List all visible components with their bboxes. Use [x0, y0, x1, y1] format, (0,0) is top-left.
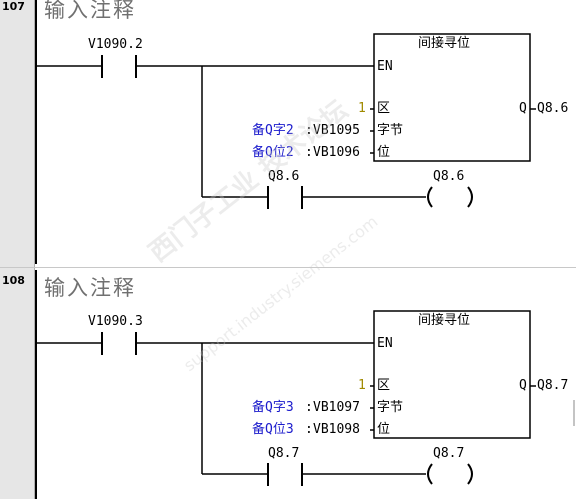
ladder-wiring [36, 33, 536, 209]
contact-no[interactable] [101, 55, 137, 78]
branch-contact-no[interactable] [267, 463, 303, 486]
en-pin: EN [377, 336, 393, 351]
param-sep: : [305, 145, 313, 160]
param-value-byte: VB1095 [313, 123, 360, 138]
param-value-bit: VB1096 [313, 145, 360, 160]
out-address: Q8.6 [537, 101, 569, 116]
pin-area: 区 [377, 378, 391, 393]
out-pin: Q [519, 378, 527, 393]
network-comment[interactable]: 输入注释 [44, 0, 136, 22]
pin-area: 区 [377, 101, 391, 116]
param-symbol-byte: 备Q字2 [252, 123, 294, 138]
network-number: 107 [2, 0, 25, 13]
contact-address: V1090.3 [88, 314, 143, 329]
out-address: Q8.7 [537, 378, 569, 393]
param-symbol-bit: 备Q位3 [252, 422, 294, 437]
function-block-box[interactable] [373, 33, 531, 162]
network-gutter [0, 0, 35, 499]
param-value-area: 1 [358, 378, 366, 393]
param-symbol-bit: 备Q位2 [252, 145, 294, 160]
contact-address: V1090.2 [88, 37, 143, 52]
param-sep: : [305, 422, 313, 437]
network-107: 107 输入注释 V1090.2 间接寻位 EN 1 区 [2, 0, 569, 264]
pin-bit: 位 [377, 145, 391, 160]
output-coil[interactable] [427, 186, 473, 208]
network-comment[interactable]: 输入注释 [44, 276, 136, 300]
network-number: 108 [2, 274, 25, 287]
block-title: 间接寻位 [418, 36, 471, 51]
branch-contact-address: Q8.6 [268, 169, 300, 184]
param-sep: : [305, 400, 313, 415]
block-title: 间接寻位 [418, 313, 471, 328]
ladder-wiring [36, 310, 575, 486]
pin-byte: 字节 [377, 123, 404, 138]
en-pin: EN [377, 59, 393, 74]
power-rail [35, 0, 37, 264]
param-sep: : [305, 123, 313, 138]
function-block-box[interactable] [373, 310, 531, 439]
param-value-area: 1 [358, 101, 366, 116]
pin-byte: 字节 [377, 400, 404, 415]
coil-address: Q8.6 [433, 169, 465, 184]
branch-contact-address: Q8.7 [268, 446, 300, 461]
branch-contact-no[interactable] [267, 186, 303, 209]
output-coil[interactable] [427, 463, 473, 485]
param-value-bit: VB1098 [313, 422, 360, 437]
out-pin: Q [519, 101, 527, 116]
network-108: 108 输入注释 V1090.3 间接寻位 EN 1 区 备Q字3 : VB10… [0, 268, 576, 499]
network-separator [0, 267, 576, 268]
contact-no[interactable] [101, 332, 137, 355]
param-value-byte: VB1097 [313, 400, 360, 415]
coil-address: Q8.7 [433, 446, 465, 461]
pin-bit: 位 [377, 422, 391, 437]
param-symbol-byte: 备Q字3 [252, 400, 294, 415]
power-rail [35, 270, 37, 499]
